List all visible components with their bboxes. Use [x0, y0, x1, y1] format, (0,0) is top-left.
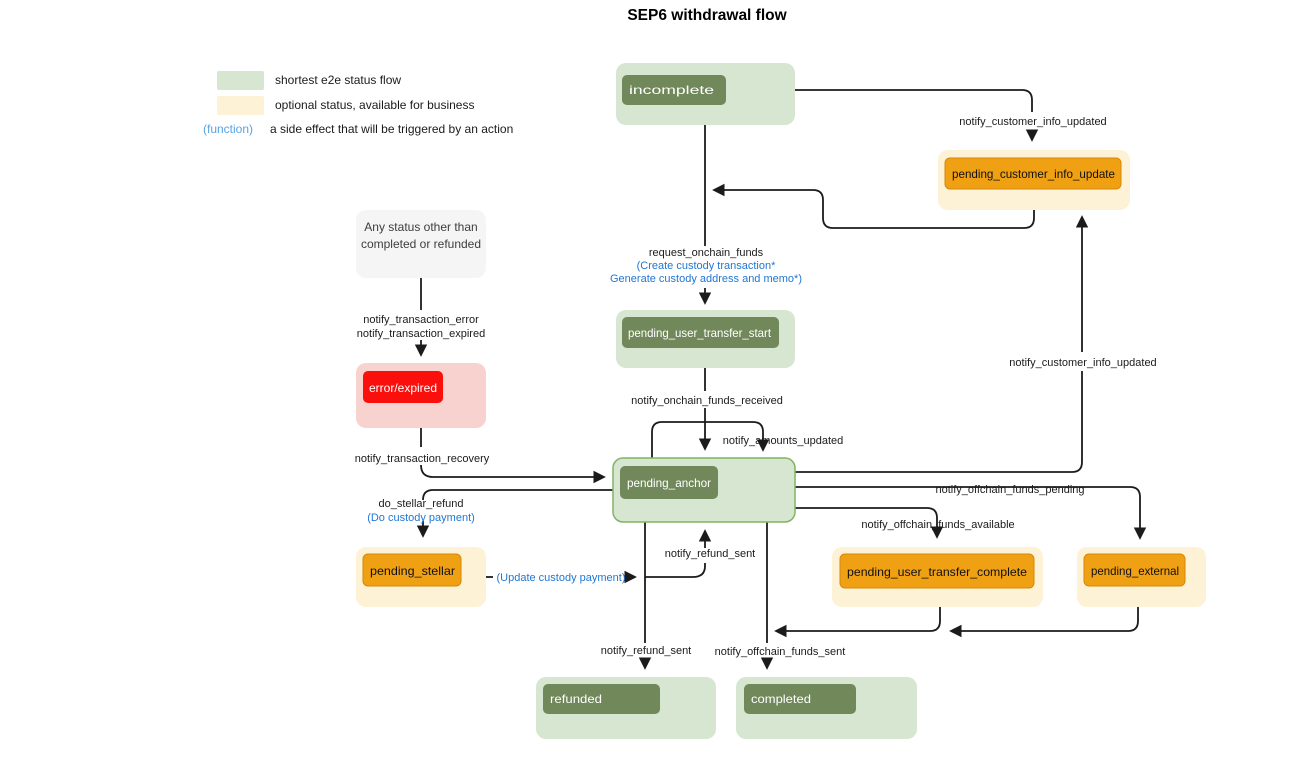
edge-anchor-to-stellar-seg1 — [422, 489, 613, 501]
edge-labels: notify_customer_info_updated request_onc… — [355, 116, 1157, 658]
label-notify-offchain-funds-sent: notify_offchain_funds_sent — [715, 646, 846, 658]
edge-putc-merge — [774, 607, 941, 638]
node-refunded-inner — [543, 684, 660, 714]
node-pending-user-transfer-start: pending_user_transfer_start — [616, 310, 795, 368]
edge-anchor-to-external — [795, 486, 1147, 540]
node-anchor-label: pending_anchor — [627, 476, 711, 490]
node-pending-stellar: pending_stellar — [356, 547, 486, 607]
node-pciu-label: pending_customer_info_update — [952, 167, 1115, 181]
edge-error-to-anchor-seg2 — [420, 464, 606, 484]
node-refunded: refunded — [536, 677, 716, 739]
legend-function-desc: a side effect that will be triggered by … — [270, 122, 513, 136]
legend-yellow-swatch — [217, 96, 264, 115]
node-pending-customer-info-update: pending_customer_info_update — [938, 150, 1130, 210]
label-notify-offchain-funds-pending: notify_offchain_funds_pending — [935, 484, 1084, 496]
edge-pciu-return — [712, 183, 1035, 229]
node-any-status-box — [356, 210, 486, 278]
label-notify-transaction-recovery: notify_transaction_recovery — [355, 453, 490, 465]
edge-anchor-to-putc — [795, 507, 944, 539]
node-external-label: pending_external — [1091, 564, 1179, 578]
legend-function-word: (function) — [203, 122, 253, 136]
edge-incomplete-to-pciu-seg1 — [795, 89, 1033, 112]
node-error-label: error/expired — [369, 381, 437, 395]
node-completed: completed — [736, 677, 917, 739]
node-putc-label: pending_user_transfer_complete — [847, 565, 1027, 579]
node-any-status-line2: completed or refunded — [361, 237, 481, 251]
edge-anchor-to-pciu-seg1 — [795, 371, 1083, 473]
label-notify-customer-info-updated-right: notify_customer_info_updated — [1009, 357, 1156, 369]
page-title: SEP6 withdrawal flow — [627, 7, 787, 24]
node-incomplete-inner — [622, 75, 726, 105]
node-completed-inner — [744, 684, 856, 714]
node-pciu-inner — [944, 157, 1122, 190]
node-pending-anchor: pending_anchor — [612, 457, 796, 523]
label-notify-onchain-funds-received: notify_onchain_funds_received — [631, 395, 783, 407]
label-notify-refund-sent-bottom: notify_refund_sent — [601, 645, 692, 657]
label-request-onchain-funds-fn1: (Create custody transaction* — [637, 260, 777, 272]
node-completed-label: completed — [751, 692, 811, 706]
node-any-status-line1: Any status other than — [364, 220, 477, 234]
node-pending-external: pending_external — [1077, 547, 1206, 607]
node-stellar-label: pending_stellar — [370, 564, 455, 578]
edge-anchor-self-loop — [651, 421, 770, 458]
legend: shortest e2e status flow optional status… — [203, 71, 513, 136]
node-error-expired: error/expired — [356, 363, 486, 428]
label-request-onchain-funds: request_onchain_funds — [649, 247, 764, 259]
label-notify-customer-info-updated-top: notify_customer_info_updated — [959, 116, 1106, 128]
node-anchor-inner — [620, 466, 718, 499]
label-request-onchain-funds-fn2: Generate custody address and memo*) — [610, 273, 802, 285]
node-puts-label: pending_user_transfer_start — [628, 326, 772, 340]
legend-shortest-label: shortest e2e status flow — [275, 73, 401, 87]
node-any-status: Any status other than completed or refun… — [356, 210, 486, 278]
node-refunded-label: refunded — [550, 692, 602, 706]
node-incomplete: incomplete — [616, 63, 795, 125]
node-puts-inner — [622, 317, 779, 348]
label-notify-amounts-updated: notify_amounts_updated — [723, 435, 843, 447]
legend-optional-label: optional status, available for business — [275, 98, 474, 112]
label-notify-transaction-expired: notify_transaction_expired — [357, 328, 485, 340]
node-stellar-inner — [362, 553, 462, 587]
edges — [414, 89, 1147, 670]
label-notify-offchain-funds-available: notify_offchain_funds_available — [861, 519, 1014, 531]
label-do-custody-payment: (Do custody payment) — [367, 512, 475, 524]
node-pending-user-transfer-complete: pending_user_transfer_complete — [832, 547, 1043, 607]
legend-green-swatch — [217, 71, 264, 90]
node-incomplete-label: incomplete — [629, 83, 714, 97]
label-notify-refund-sent-mid: notify_refund_sent — [665, 548, 756, 560]
edge-junction-to-anchor-seg1 — [645, 563, 706, 578]
label-notify-transaction-error: notify_transaction_error — [363, 314, 479, 326]
label-update-custody-payment: (Update custody payment) — [496, 572, 625, 584]
label-do-stellar-refund: do_stellar_refund — [378, 498, 463, 510]
node-external-inner — [1083, 553, 1186, 587]
edge-external-merge — [949, 607, 1139, 638]
node-error-inner — [363, 371, 443, 403]
node-putc-inner — [839, 553, 1035, 589]
